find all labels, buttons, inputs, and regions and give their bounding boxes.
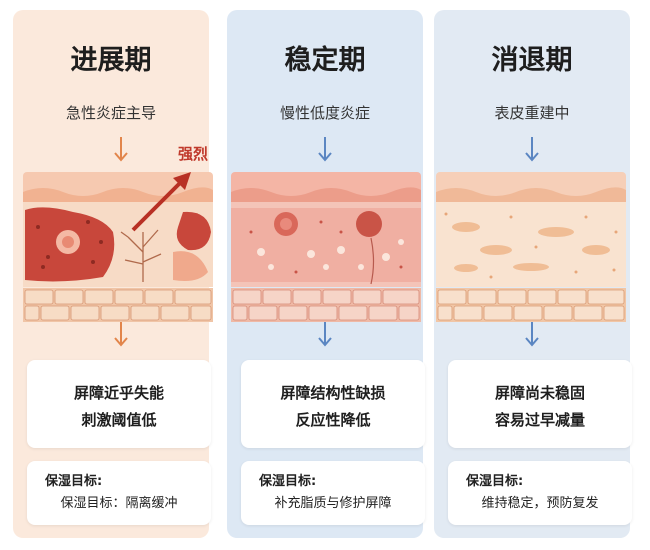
goal-label: 保湿目标: bbox=[45, 474, 103, 489]
down-arrow-icon bbox=[318, 137, 332, 162]
state-line: 屏障结构性缺损 bbox=[280, 384, 386, 402]
stage-title: 稳定期 bbox=[284, 45, 366, 76]
stage-panel-stable: 稳定期 慢性低度炎症 bbox=[227, 10, 425, 538]
down-arrow-icon bbox=[114, 137, 128, 162]
stage-subtitle: 急性炎症主导 bbox=[65, 104, 156, 122]
goal-label: 保湿目标: bbox=[259, 474, 317, 489]
stage-subtitle: 慢性低度炎症 bbox=[279, 104, 370, 122]
moisturizing-goal-card: 保湿目标: 补充脂质与修护屏障 bbox=[241, 461, 425, 525]
moisturizing-goal-card: 保湿目标: 保湿目标：隔离缓冲 bbox=[27, 461, 211, 525]
stage-panel-regression: 消退期 表皮重建中 屏障 bbox=[434, 10, 632, 538]
goal-value: 保湿目标：隔离缓冲 bbox=[60, 496, 178, 511]
barrier-state-card: 屏障结构性缺损 反应性降低 bbox=[241, 360, 425, 448]
goal-value: 补充脂质与修护屏障 bbox=[274, 496, 392, 511]
stage-title: 进展期 bbox=[70, 45, 152, 76]
barrier-state-card: 屏障近乎失能 刺激阈值低 bbox=[27, 360, 211, 448]
state-line: 刺激阈值低 bbox=[81, 411, 157, 429]
skin-cross-section-illustration bbox=[23, 172, 213, 322]
stage-panel-progressive: 进展期 急性炎症主导 强烈 bbox=[13, 10, 213, 538]
skin-cross-section-illustration bbox=[231, 172, 421, 322]
state-line: 屏障尚未稳固 bbox=[494, 384, 585, 402]
down-arrow-icon bbox=[318, 322, 332, 347]
barrier-state-card: 屏障尚未稳固 容易过早减量 bbox=[448, 360, 632, 448]
goal-label: 保湿目标: bbox=[466, 474, 524, 489]
skin-cross-section-illustration bbox=[436, 172, 626, 322]
state-line: 反应性降低 bbox=[295, 411, 371, 429]
goal-value: 维持稳定，预防复发 bbox=[481, 496, 599, 511]
down-arrow-icon bbox=[525, 322, 539, 347]
stage-title: 消退期 bbox=[491, 45, 573, 76]
intensity-label: 强烈 bbox=[178, 145, 209, 163]
moisturizing-goal-card: 保湿目标: 维持稳定，预防复发 bbox=[448, 461, 632, 525]
state-line: 屏障近乎失能 bbox=[73, 384, 164, 402]
state-line: 容易过早减量 bbox=[494, 411, 585, 429]
down-arrow-icon bbox=[525, 137, 539, 162]
stage-subtitle: 表皮重建中 bbox=[494, 104, 570, 122]
down-arrow-icon bbox=[114, 322, 128, 347]
